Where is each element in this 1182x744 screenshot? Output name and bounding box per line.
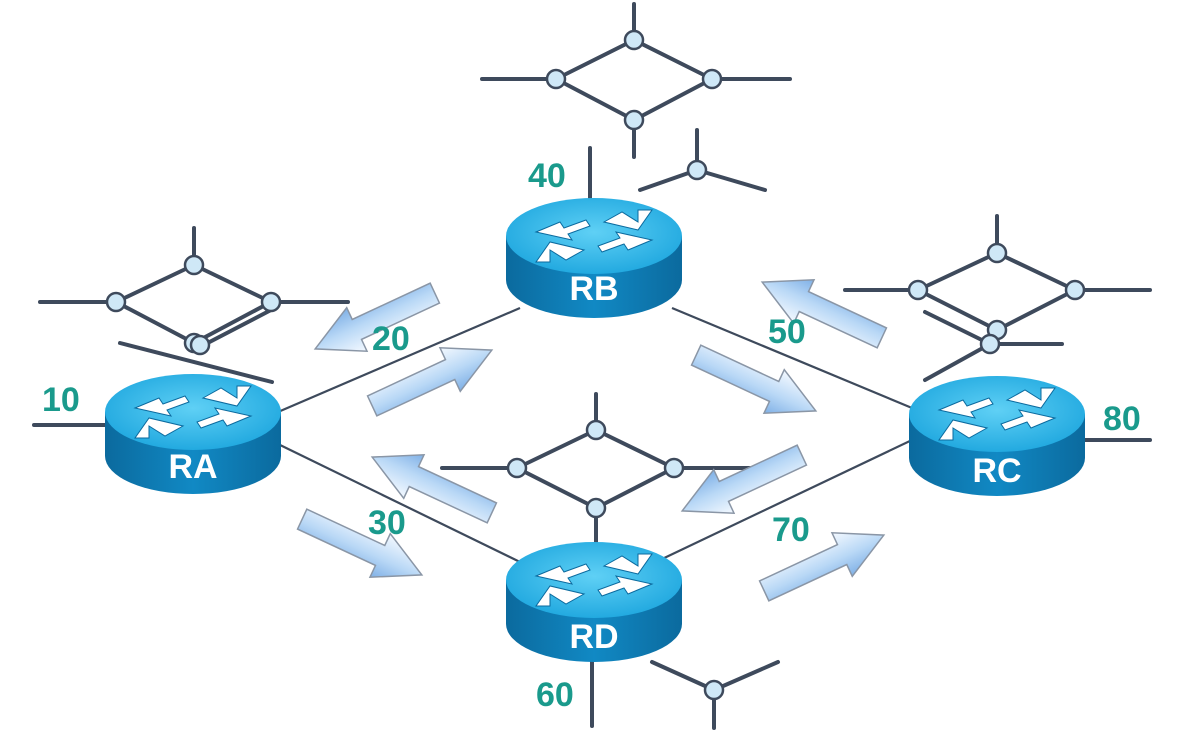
link-ra-rd <box>277 443 521 563</box>
label-20: 20 <box>372 320 410 358</box>
arrow-rc-to-rb <box>760 278 888 349</box>
node-icon <box>545 68 567 90</box>
label-80: 80 <box>1103 400 1141 438</box>
node-icon <box>979 333 1001 355</box>
link-rb-rc <box>671 306 913 410</box>
network-top <box>480 2 792 159</box>
router-label: RC <box>972 452 1021 490</box>
arrow-rd-to-ra <box>370 453 498 524</box>
router-arrows-icon <box>534 553 654 607</box>
node-icon <box>585 419 607 441</box>
router-ra[interactable]: RA <box>105 374 281 494</box>
router-rc[interactable]: RC <box>909 376 1085 496</box>
arrow-rb-to-ra <box>313 282 441 353</box>
arrow-rb-to-rc <box>690 344 818 415</box>
node-icon <box>907 279 929 301</box>
arrow-rd-to-rc <box>758 531 886 602</box>
label-10: 10 <box>42 381 80 419</box>
node-icon <box>623 109 645 131</box>
arrow-rc-to-rd <box>680 444 808 515</box>
network-right <box>843 214 1152 382</box>
node-icon <box>585 497 607 519</box>
link-rd-rc <box>659 439 913 561</box>
router-arrows-icon <box>534 209 654 263</box>
network-hub-rd <box>650 660 780 730</box>
node-icon <box>183 254 205 276</box>
node-icon <box>506 457 528 479</box>
link-ra-rb <box>277 306 521 414</box>
label-30: 30 <box>368 504 406 542</box>
node-icon <box>189 334 211 356</box>
router-label: RA <box>168 448 217 486</box>
network-hub-rb <box>638 128 767 192</box>
label-50: 50 <box>768 313 806 351</box>
label-60: 60 <box>536 676 574 714</box>
arrow-ra-to-rd <box>296 508 424 579</box>
node-icon <box>686 159 708 181</box>
arrow-ra-to-rb <box>366 346 494 417</box>
router-label: RD <box>569 618 618 656</box>
network-numbers: 10 20 30 40 50 60 70 80 <box>42 157 1141 714</box>
node-icon <box>105 291 127 313</box>
label-40: 40 <box>528 157 566 195</box>
node-icon <box>703 679 725 701</box>
network-middle <box>440 392 752 547</box>
router-links <box>277 306 913 563</box>
flow-arrows <box>296 278 888 602</box>
node-icon <box>986 242 1008 264</box>
node-icon <box>1064 279 1086 301</box>
label-70: 70 <box>772 511 810 549</box>
router-rd[interactable]: RD <box>506 542 682 662</box>
node-icon <box>663 457 685 479</box>
network-left <box>38 226 350 384</box>
router-label: RB <box>569 270 618 308</box>
node-icon <box>623 29 645 51</box>
router-rb[interactable]: RB <box>506 198 682 318</box>
router-arrows-icon <box>937 387 1057 441</box>
router-arrows-icon <box>133 385 253 439</box>
node-icon <box>260 291 282 313</box>
node-icon <box>701 68 723 90</box>
